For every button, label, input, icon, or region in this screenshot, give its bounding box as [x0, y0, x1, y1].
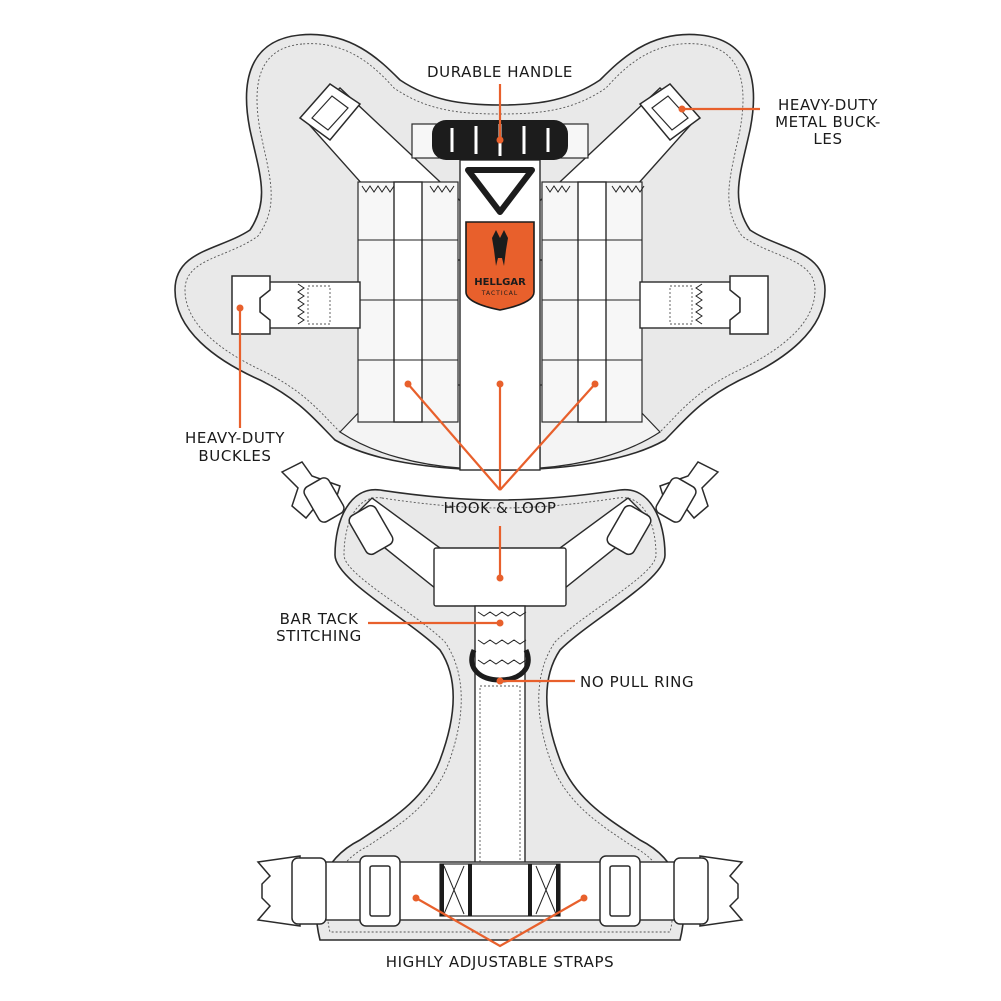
label-straps: HIGHLY ADJUSTABLE STRAPS — [386, 953, 615, 971]
callout-durable-handle: DURABLE HANDLE — [427, 63, 573, 144]
belly-strap — [256, 855, 744, 927]
callout-hook-loop: HOOK & LOOP — [404, 380, 599, 582]
label-metal-buckles-1: HEAVY-DUTY — [778, 96, 878, 114]
label-no-pull-ring: NO PULL RING — [580, 673, 694, 691]
molle-right — [541, 181, 645, 423]
callout-buckles: HEAVY-DUTY BUCKLES — [185, 304, 285, 465]
side-buckle-right — [639, 275, 769, 335]
callout-no-pull-ring: NO PULL RING — [496, 673, 694, 691]
label-durable-handle: DURABLE HANDLE — [427, 63, 573, 81]
callout-metal-buckles: HEAVY-DUTY METAL BUCK- LES — [678, 96, 881, 148]
label-hook-loop: HOOK & LOOP — [443, 499, 556, 517]
metal-buckle-right — [638, 83, 702, 142]
center-strap — [474, 605, 526, 865]
hellgar-logo: HELLGAR TACTICAL — [465, 221, 535, 311]
callout-bar-tack: BAR TACK STITCHING — [276, 610, 504, 645]
bar-tack — [477, 611, 527, 665]
handle-ring — [465, 167, 535, 215]
label-metal-buckles-2: METAL BUCK- — [775, 113, 881, 131]
logo-sub: TACTICAL — [481, 290, 518, 297]
label-buckles-1: HEAVY-DUTY — [185, 429, 285, 447]
label-bar-tack-1: BAR TACK — [280, 610, 359, 628]
metal-buckle-left — [298, 83, 362, 142]
label-metal-buckles-3: LES — [813, 130, 842, 148]
label-buckles-2: BUCKLES — [198, 447, 271, 465]
chest-buckle-right — [606, 461, 720, 556]
side-buckle-left — [231, 275, 361, 335]
label-bar-tack-2: STITCHING — [276, 627, 362, 645]
callout-straps: HIGHLY ADJUSTABLE STRAPS — [386, 894, 615, 971]
logo-brand: HELLGAR — [474, 277, 526, 288]
chest-buckle-left — [280, 461, 394, 556]
